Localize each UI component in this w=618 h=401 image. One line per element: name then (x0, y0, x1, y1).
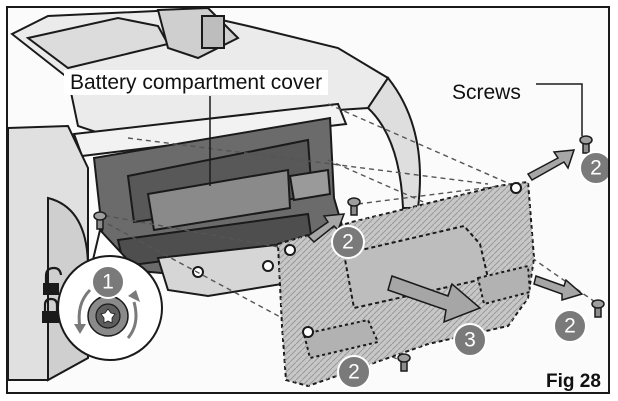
figure-number: Fig 28 (546, 371, 601, 392)
detail-callout (57, 227, 163, 361)
screw-icon (347, 197, 361, 216)
rotate-arrows-icon (74, 288, 140, 339)
arrow-screw-up-right (526, 149, 576, 181)
unlock-icon (43, 266, 63, 295)
screw-icon (591, 299, 605, 318)
step-badge-3: 3 (453, 323, 487, 357)
svg-text:1: 1 (102, 271, 114, 294)
step-badges: 1 2 2 2 2 (91, 151, 608, 389)
torx-screw-icon (87, 295, 129, 337)
svg-text:2: 2 (348, 361, 360, 384)
removal-arrows (306, 149, 584, 324)
step-badge-1: 1 (91, 265, 125, 299)
svg-text:2: 2 (590, 157, 602, 180)
screw-icon (579, 135, 593, 154)
arrow-screw-right (533, 275, 584, 302)
screws-label: Screws (452, 81, 521, 104)
arrow-screw-left (306, 213, 346, 244)
battery-cover-label: Battery compartment cover (64, 70, 329, 95)
arrow-cover-out (387, 275, 482, 324)
svg-text:3: 3 (464, 329, 476, 352)
diagram-illustration: 1 2 2 2 2 (8, 8, 608, 389)
step-badge-2: 2 (337, 355, 371, 389)
lock-icon (42, 297, 59, 323)
step-badge-2: 2 (331, 225, 365, 259)
svg-text:2: 2 (564, 315, 576, 338)
screw-icon (93, 211, 107, 230)
screws (93, 135, 605, 372)
figure-frame: 1 2 2 2 2 (6, 6, 610, 394)
screw-icon (397, 353, 411, 372)
svg-text:2: 2 (342, 231, 354, 254)
step-badge-2: 2 (579, 151, 608, 185)
leader-lines (209, 83, 583, 186)
step-badge-2: 2 (553, 309, 587, 343)
